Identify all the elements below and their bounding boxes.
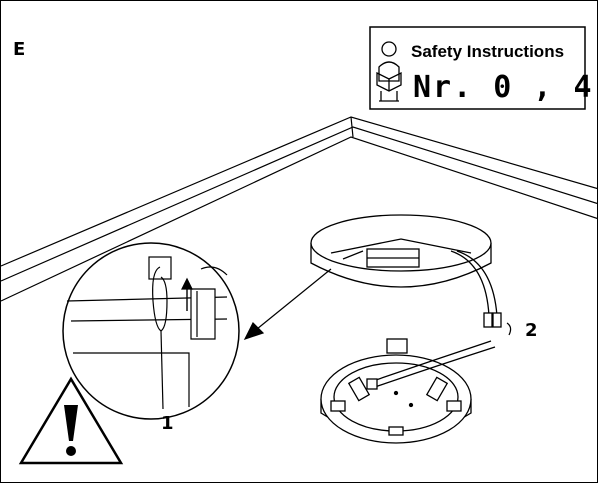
safety-number: Nr. 0 , 4 [413,70,594,105]
warning-triangle-icon [18,376,124,465]
lamp-body [320,338,496,444]
supply-wires [450,250,502,328]
panel-letter: E [13,39,25,60]
ceiling-base-plate [310,214,492,288]
step-label-1: 1 [161,413,174,434]
safety-title: Safety Instructions [411,42,564,61]
hook-detail-circle [62,242,240,420]
ceiling-cornice [1,116,598,302]
step-label-2: 2 [525,320,538,341]
zoom-arrow [243,268,332,341]
safety-instructions-box: Safety Instructions Nr. 0 , 4 [369,26,594,110]
connect-arrow-2 [506,322,512,336]
reading-person-icon [376,41,402,102]
